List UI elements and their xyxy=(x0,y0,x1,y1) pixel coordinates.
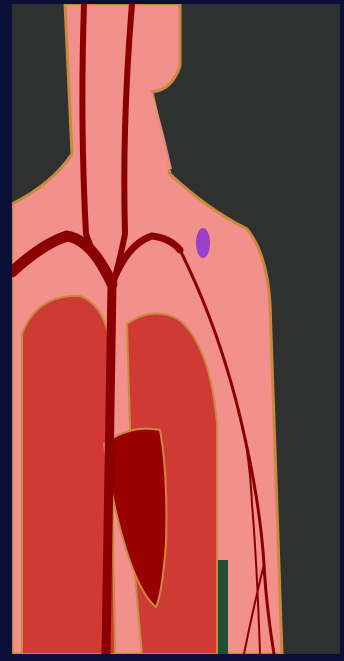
diagram-viewport xyxy=(12,4,340,654)
left-lung xyxy=(22,296,115,654)
superior-vena-cava xyxy=(106,284,112,654)
arm-gap xyxy=(218,560,228,654)
anatomy-diagram xyxy=(12,4,340,654)
puncture-site-marker[interactable] xyxy=(196,228,210,258)
